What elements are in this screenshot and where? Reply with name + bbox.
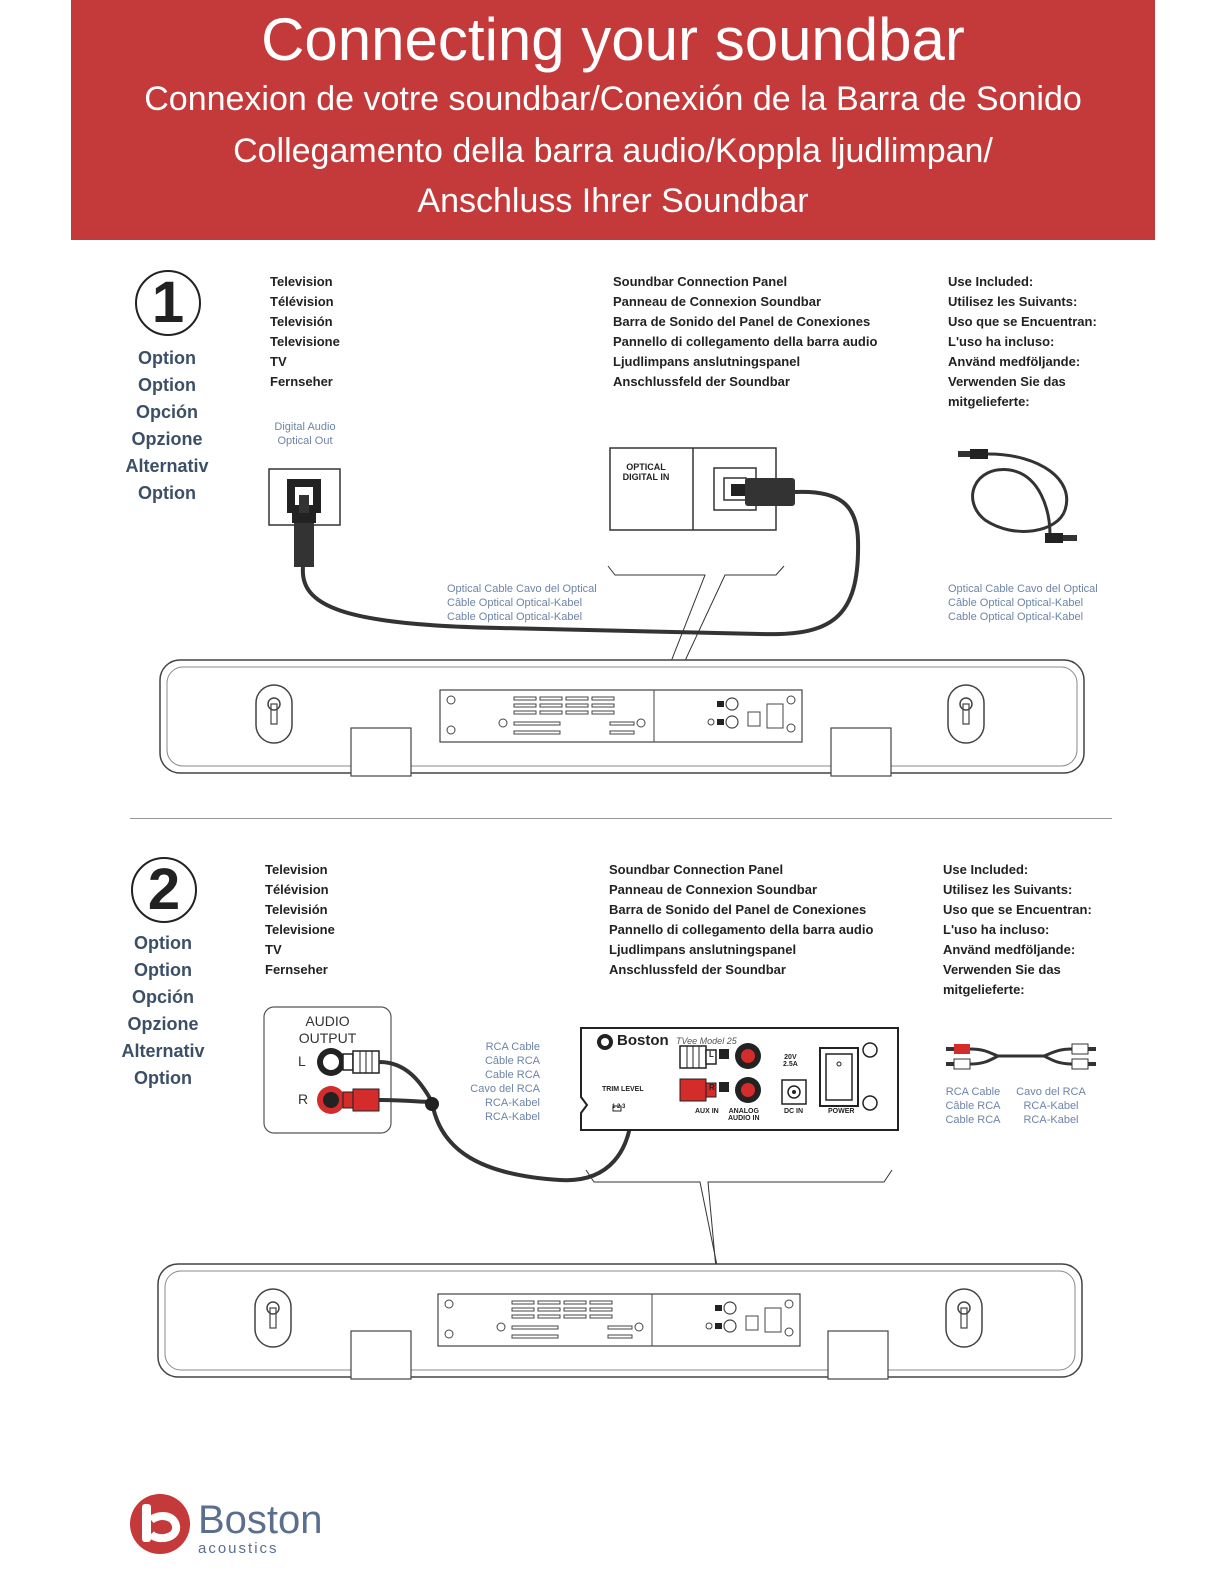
panel-model: TVee Model 25 xyxy=(676,1036,737,1046)
soundbar-2 xyxy=(157,1263,1083,1380)
included-rca-labels-a: RCA Cable Câble RCA Cable RCA xyxy=(945,1086,1001,1126)
option-2-number: 2 xyxy=(131,857,197,923)
page-subtitle-3: Anschluss Ihrer Soundbar xyxy=(417,182,809,220)
panel-analog-audio-in: ANALOG AUDIO IN xyxy=(728,1108,760,1122)
included-optical-cable-icon xyxy=(958,449,1077,543)
option-1-labels: Option Option Opción Opzione Alternativ … xyxy=(125,348,209,503)
option-2-included-labels: Use Included: Utilisez les Suivants: Uso… xyxy=(943,862,1092,997)
rca-cable-labels: RCA Cable Câble RCA Cable RCA Cavo del R… xyxy=(470,1041,540,1123)
option-1-number: 1 xyxy=(135,270,201,336)
optical-cable-labels-a: Optical Cable Câble Optical Cable Optica… xyxy=(447,583,514,623)
panel-l-label: L xyxy=(709,1050,714,1059)
tv-rca-left-jack xyxy=(317,1048,380,1076)
option-2-panel-labels: Soundbar Connection Panel Panneau de Con… xyxy=(609,862,874,977)
logo-wordmark: Boston acoustics xyxy=(198,1498,323,1557)
panel-r-label: R xyxy=(709,1083,715,1092)
tv-right-label: R xyxy=(298,1091,309,1107)
panel-power: POWER xyxy=(828,1108,855,1115)
option-1-television-labels: Television Télévision Televisión Televis… xyxy=(270,274,340,389)
option-2-diagram xyxy=(157,1006,1096,1380)
panel-trim-numbers: 1 2 3 xyxy=(612,1104,626,1110)
panel-trim-level: TRIM LEVEL xyxy=(602,1086,644,1093)
option-1-diagram xyxy=(159,447,1085,777)
option-1-included-labels: Use Included: Utilisez les Suivants: Uso… xyxy=(948,274,1097,409)
option-2-television-labels: Television Télévision Televisión Televis… xyxy=(265,862,335,977)
included-optical-labels-a: Optical Cable Câble Optical Cable Optica… xyxy=(948,583,1015,623)
panel-brand: Boston xyxy=(617,1032,669,1049)
boston-logo-icon xyxy=(130,1494,190,1554)
included-rca-cable-icon xyxy=(946,1043,1096,1070)
option-1-panel-labels: Soundbar Connection Panel Panneau de Con… xyxy=(613,274,878,389)
panel-optical-label: OPTICAL DIGITAL IN xyxy=(622,462,670,482)
section-divider xyxy=(130,818,1112,819)
header-banner: Connecting your soundbar Connexion de vo… xyxy=(71,0,1155,240)
panel-optical-callout xyxy=(609,447,795,531)
panel-dc-in: DC IN xyxy=(784,1108,804,1115)
tv-audio-output-label: AUDIO OUTPUT xyxy=(298,1013,357,1046)
page-title: Connecting your soundbar xyxy=(261,6,965,73)
option-2-labels: Option Option Opción Opzione Alternativ … xyxy=(121,933,205,1088)
optical-cable xyxy=(300,489,861,637)
tv-left-label: L xyxy=(298,1053,306,1069)
tv-optical-port xyxy=(268,468,341,567)
page-subtitle-2: Collegamento della barra audio/Koppla lj… xyxy=(233,132,993,170)
included-rca-labels-b: Cavo del RCA RCA-Kabel RCA-Kabel xyxy=(1016,1086,1086,1126)
page-subtitle-1: Connexion de votre soundbar/Conexión de … xyxy=(144,80,1082,118)
tv-optical-port-label: Digital Audio Optical Out xyxy=(274,421,336,447)
optical-cable-labels-b: Cavo del Optical Optical-Kabel Optical-K… xyxy=(516,583,597,623)
panel-aux-in: AUX IN xyxy=(695,1108,719,1115)
included-optical-labels-b: Cavo del Optical Optical-Kabel Optical-K… xyxy=(1017,583,1098,623)
soundbar-1 xyxy=(159,659,1085,777)
panel-voltage: 20V 2.5A xyxy=(783,1054,798,1068)
panel-rca-callout xyxy=(580,1027,899,1131)
